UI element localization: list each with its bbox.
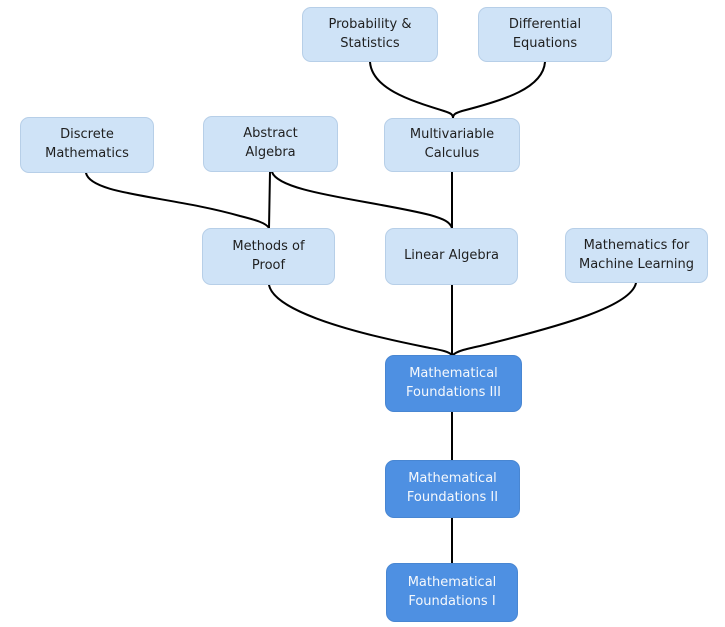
node-label-line: Methods of (232, 238, 305, 254)
node-label-line: Mathematics (45, 146, 129, 161)
node-label-line: Equations (512, 35, 578, 51)
node-label-line: Abstract (243, 126, 298, 142)
node-label-line: Machine Learning (579, 256, 694, 272)
node-label-line: Mathematical (408, 471, 497, 487)
node-label-line: Algebra (245, 145, 296, 160)
node-label-line: Probability & (328, 16, 412, 32)
node-label-line: Proof (251, 257, 286, 273)
node-label-line: Mathematical (407, 574, 497, 590)
node-label-line: Differential (508, 16, 582, 32)
edge-discrete-mathematics--methods-of-proof (85, 172, 270, 229)
edge-differential-equations--multivariable-calculus (452, 61, 546, 119)
edge-methods-of-proof--mathematical-foundations-iii (268, 284, 453, 356)
node-label-line: Discrete (60, 127, 114, 143)
edge-abstract-algebra--methods-of-proof (268, 171, 271, 229)
node-methods-of-proof: Methods of Proof (202, 228, 335, 285)
node-label-line: Foundations II (406, 490, 499, 505)
node-label-line: Foundations I (408, 593, 496, 609)
node-label-line: Calculus (424, 146, 480, 161)
node-label-line: Multivariable (409, 127, 495, 143)
node-probability-statistics: Probability & Statistics (302, 7, 438, 62)
node-label-line: Foundations III (406, 384, 501, 400)
node-label-line: Linear Algebra (404, 248, 499, 264)
edge-abstract-algebra--linear-algebra (271, 171, 453, 229)
node-label-line: Statistics (340, 35, 400, 51)
node-label-line: Mathematical (409, 365, 498, 381)
node-label-line: Mathematics for (583, 237, 690, 253)
edge-probability-statistics--multivariable-calculus (369, 61, 454, 119)
edge-mathematics-for-machine-learning--mathematical-foundations-iii (452, 282, 637, 356)
node-linear-algebra: Linear Algebra (385, 228, 518, 285)
